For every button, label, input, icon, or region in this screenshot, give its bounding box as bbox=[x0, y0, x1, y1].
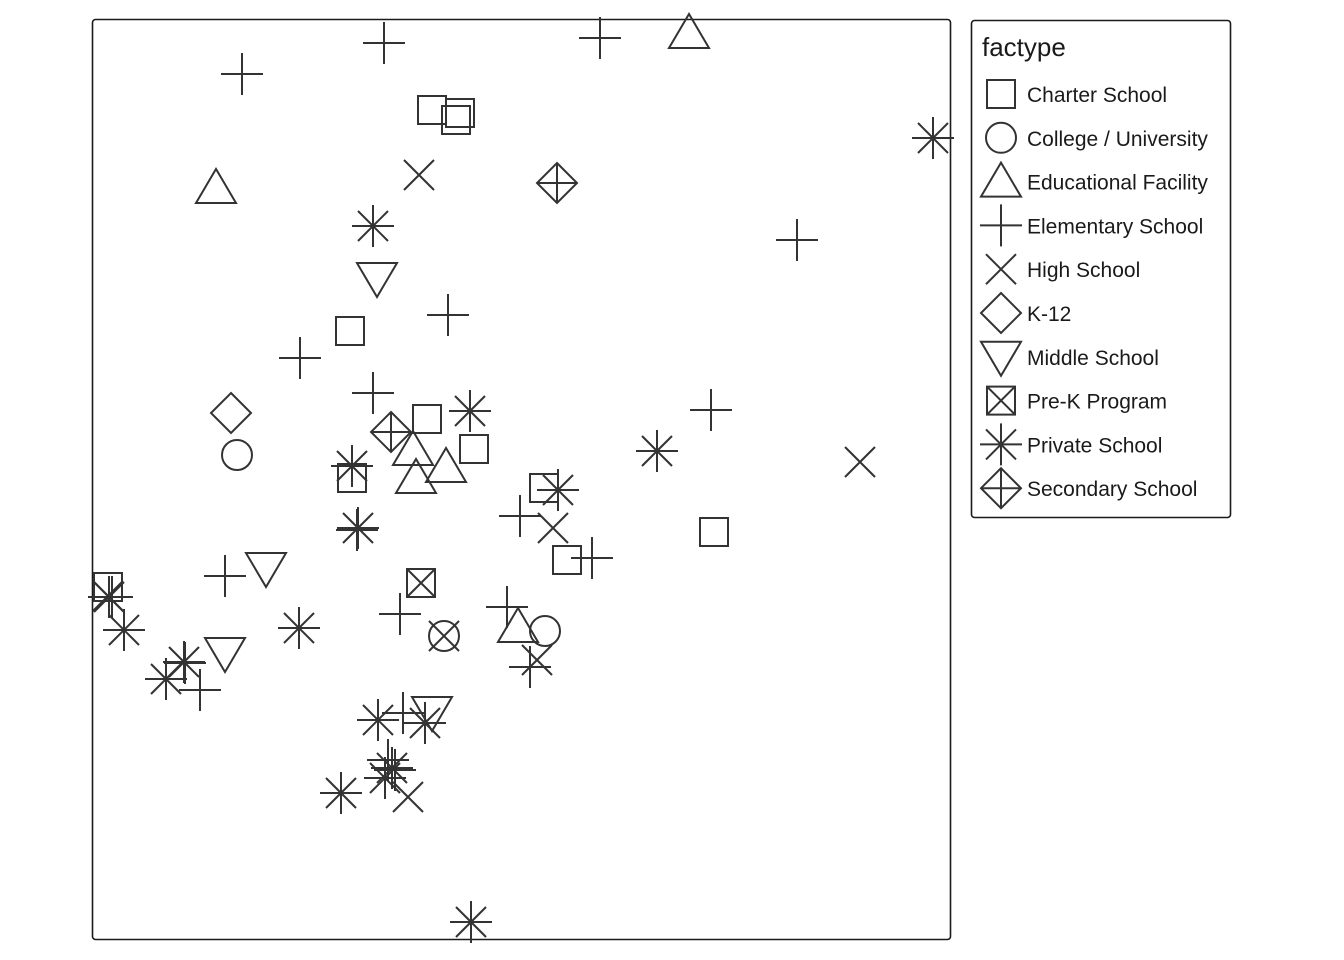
point-secondary-school bbox=[369, 410, 413, 454]
square-cross-icon bbox=[986, 385, 1016, 416]
point-educational-facility bbox=[424, 446, 468, 483]
point-private-school bbox=[404, 702, 446, 744]
point-secondary-school bbox=[535, 161, 579, 205]
point-college-university bbox=[428, 620, 460, 652]
point-elementary-school bbox=[776, 219, 818, 261]
point-charter-school bbox=[412, 404, 442, 434]
point-private-school bbox=[320, 772, 362, 814]
point-elementary-school bbox=[690, 389, 732, 431]
point-high-school bbox=[844, 446, 876, 478]
point-college-university bbox=[529, 615, 561, 647]
plus-icon bbox=[980, 204, 1022, 247]
point-middle-school bbox=[355, 262, 399, 299]
point-charter-school bbox=[552, 545, 582, 575]
point-private-school bbox=[145, 658, 187, 700]
point-educational-facility bbox=[194, 167, 238, 204]
legend-item-middle-school: Middle School bbox=[979, 340, 1159, 378]
point-elementary-school bbox=[382, 692, 424, 734]
point-college-university bbox=[221, 439, 253, 471]
point-private-school bbox=[337, 507, 379, 549]
point-high-school bbox=[537, 512, 569, 544]
legend-label: K-12 bbox=[1027, 303, 1071, 326]
map-panel-frame bbox=[91, 18, 952, 941]
legend-label: Educational Facility bbox=[1027, 172, 1208, 195]
point-middle-school bbox=[203, 637, 247, 674]
point-charter-school bbox=[441, 105, 471, 135]
point-charter-school bbox=[699, 517, 729, 547]
asterisk-icon bbox=[980, 423, 1022, 466]
diamond-icon bbox=[979, 291, 1023, 335]
point-high-school bbox=[428, 620, 460, 652]
points-layer bbox=[88, 12, 954, 943]
cross-icon bbox=[985, 253, 1017, 285]
legend-item-college-university: College / University bbox=[985, 121, 1208, 154]
point-private-school bbox=[636, 430, 678, 472]
point-elementary-school bbox=[486, 586, 528, 628]
legend-label: Elementary School bbox=[1027, 215, 1203, 238]
legend-item-elementary-school: Elementary School bbox=[980, 204, 1203, 247]
square-icon bbox=[986, 79, 1016, 109]
circle-icon bbox=[985, 121, 1017, 154]
point-educational-facility bbox=[391, 429, 435, 466]
point-private-school bbox=[352, 205, 394, 247]
point-high-school bbox=[403, 159, 435, 191]
legend-title: factype bbox=[982, 32, 1066, 62]
point-private-school bbox=[88, 576, 130, 618]
point-elementary-school bbox=[352, 372, 394, 414]
point-pre-k-program bbox=[406, 568, 436, 598]
point-elementary-school bbox=[571, 537, 613, 579]
legend-label: Pre-K Program bbox=[1027, 391, 1167, 414]
point-private-school bbox=[537, 469, 579, 511]
point-elementary-school bbox=[379, 593, 421, 635]
point-high-school bbox=[392, 781, 424, 813]
point-private-school bbox=[371, 747, 413, 789]
point-private-school bbox=[449, 390, 491, 432]
legend-item-k-12: K-12 bbox=[979, 291, 1071, 335]
legend-label: Secondary School bbox=[1027, 478, 1197, 501]
legend-label: Charter School bbox=[1027, 84, 1167, 107]
point-private-school bbox=[103, 609, 145, 651]
point-elementary-school bbox=[579, 17, 621, 59]
point-private-school bbox=[912, 117, 954, 159]
point-private-school bbox=[331, 445, 373, 487]
point-charter-school bbox=[335, 316, 365, 346]
point-elementary-school bbox=[427, 294, 469, 336]
point-elementary-school bbox=[363, 22, 405, 64]
legend-item-pre-k-program: Pre-K Program bbox=[986, 385, 1167, 416]
point-elementary-school bbox=[221, 53, 263, 95]
point-charter-school bbox=[459, 434, 489, 464]
point-elementary-school bbox=[279, 337, 321, 379]
point-high-school bbox=[521, 644, 553, 676]
point-charter-school bbox=[529, 473, 559, 503]
point-middle-school bbox=[244, 552, 288, 589]
diamond-plus-icon bbox=[979, 466, 1023, 510]
point-private-school bbox=[364, 757, 406, 799]
point-educational-facility bbox=[394, 457, 438, 494]
point-private-school bbox=[357, 699, 399, 741]
triangle-icon bbox=[979, 160, 1023, 198]
legend-label: High School bbox=[1027, 259, 1140, 282]
point-middle-school bbox=[410, 696, 454, 733]
down-triangle-icon bbox=[979, 340, 1023, 378]
point-k-12 bbox=[209, 391, 253, 435]
legend-item-educational-facility: Educational Facility bbox=[979, 160, 1208, 198]
legend-label: Private School bbox=[1027, 434, 1162, 457]
legend-label: Middle School bbox=[1027, 347, 1159, 370]
point-elementary-school bbox=[204, 555, 246, 597]
point-private-school bbox=[450, 901, 492, 943]
point-charter-school bbox=[445, 98, 475, 128]
legend-frame bbox=[970, 19, 1232, 519]
legend-item-private-school: Private School bbox=[980, 423, 1162, 466]
legend-item-secondary-school: Secondary School bbox=[979, 466, 1197, 510]
legend-label: College / University bbox=[1027, 128, 1208, 151]
point-elementary-school bbox=[179, 669, 221, 711]
point-private-school bbox=[278, 607, 320, 649]
legend-item-charter-school: Charter School bbox=[986, 79, 1167, 109]
point-educational-facility bbox=[667, 12, 711, 49]
legend-item-high-school: High School bbox=[985, 253, 1140, 285]
point-elementary-school bbox=[499, 495, 541, 537]
